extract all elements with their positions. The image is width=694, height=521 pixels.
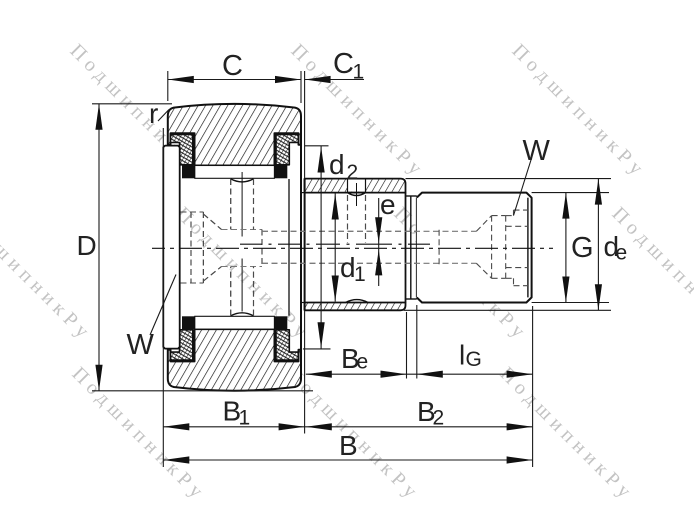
svg-text:1: 1 bbox=[239, 407, 251, 430]
svg-text:d: d bbox=[340, 252, 356, 283]
svg-text:1: 1 bbox=[353, 61, 365, 84]
svg-text:G: G bbox=[466, 348, 482, 371]
svg-text:B: B bbox=[417, 396, 436, 427]
svg-text:C: C bbox=[333, 48, 354, 80]
svg-text:C: C bbox=[222, 50, 243, 82]
svg-text:e: e bbox=[357, 351, 369, 374]
svg-text:1: 1 bbox=[354, 263, 366, 286]
svg-text:e: e bbox=[380, 189, 396, 220]
svg-text:l: l bbox=[459, 340, 465, 371]
svg-text:d: d bbox=[329, 149, 345, 180]
svg-text:r: r bbox=[149, 98, 158, 129]
svg-text:B: B bbox=[339, 430, 358, 461]
svg-text:D: D bbox=[77, 230, 97, 261]
svg-text:W: W bbox=[127, 329, 155, 361]
svg-text:2: 2 bbox=[433, 407, 445, 430]
svg-text:W: W bbox=[523, 135, 551, 167]
svg-text:G: G bbox=[571, 232, 594, 264]
svg-text:B: B bbox=[223, 395, 242, 426]
svg-text:B: B bbox=[341, 343, 360, 374]
svg-text:2: 2 bbox=[347, 161, 359, 184]
svg-text:e: e bbox=[616, 242, 628, 265]
svg-text:d: d bbox=[604, 231, 620, 262]
